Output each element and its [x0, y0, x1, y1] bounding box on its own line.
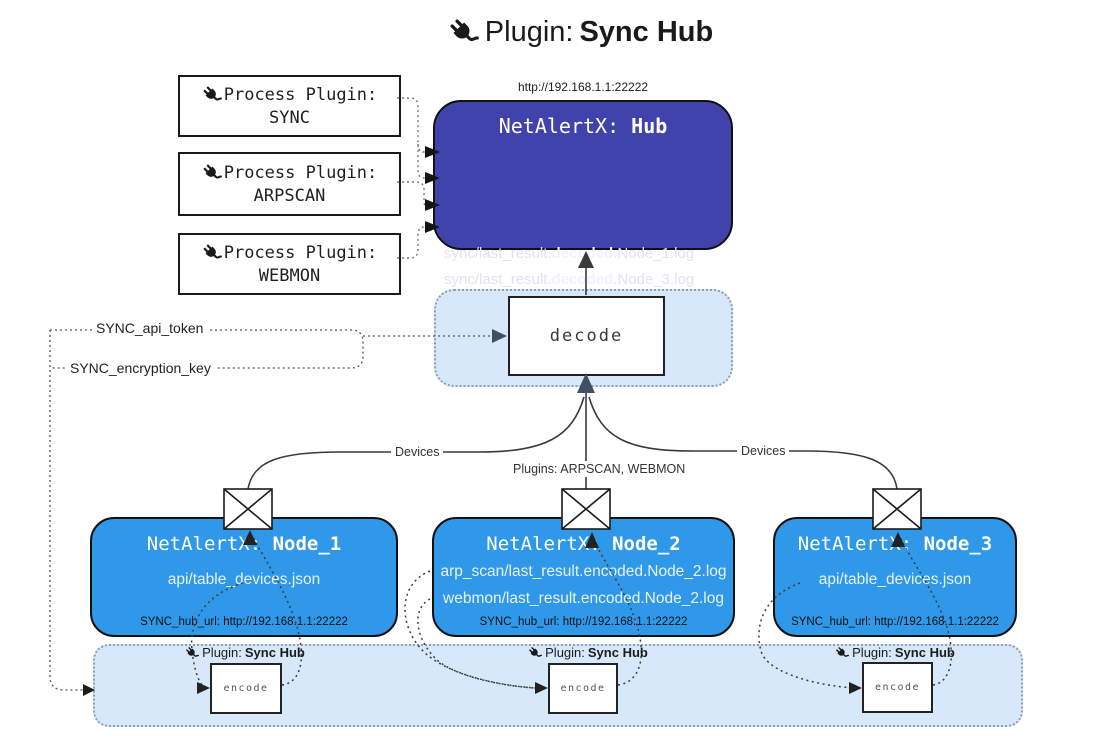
node-row: arp_scan/last_result.encoded.Node_2.log — [440, 563, 727, 580]
node-hub-url: SYNC_hub_url: http://192.168.1.1:22222 — [479, 616, 688, 628]
process-plugin-arpscan: Process Plugin: ARPSCAN — [178, 152, 401, 216]
hub-url-label: http://192.168.1.1:22222 — [517, 80, 649, 94]
node-row: api/table_devices.json — [818, 571, 972, 588]
hub-title: NetAlertX: Hub — [498, 114, 668, 138]
node-row: webmon/last_result.encoded.Node_2.log — [443, 590, 724, 607]
plug-icon — [835, 645, 850, 660]
process-plugin-label: Process Plugin: — [223, 162, 378, 183]
process-plugin-name: ARPSCAN — [253, 185, 326, 206]
plug-icon — [201, 242, 222, 263]
plug-icon — [201, 162, 222, 183]
encode-box-2: encode — [548, 663, 618, 714]
devices-label-right: Devices — [737, 443, 790, 459]
process-plugin-label: Process Plugin: — [223, 242, 378, 263]
process-plugin-label: Process Plugin: — [223, 84, 378, 105]
page-title: Plugin: Sync Hub — [22, 16, 1117, 49]
node-box-1: NetAlertX: Node_1 api/table_devices.json… — [90, 517, 398, 637]
page-title-prefix: Plugin: — [484, 16, 574, 48]
process-plugin-sync: Process Plugin: SYNC — [178, 75, 401, 137]
encode-box-1: encode — [210, 663, 282, 714]
node-title: NetAlertX: Node_2 — [486, 533, 681, 555]
strip-plugin-label-2: Plugin: Sync Hub — [508, 645, 668, 660]
node-hub-url: SYNC_hub_url: http://192.168.1.1:22222 — [791, 616, 999, 628]
encode-box-3: encode — [862, 662, 933, 713]
devices-label-left: Devices — [391, 444, 444, 460]
node-box-3: NetAlertX: Node_3 api/table_devices.json… — [773, 517, 1017, 637]
sync-api-token-label: SYNC_api_token — [92, 320, 208, 336]
hub-log-row-1: sync/last_result.decoded.Node_1.log — [444, 245, 695, 262]
process-plugin-name: WEBMON — [258, 265, 321, 286]
process-plugin-webmon: Process Plugin: WEBMON — [178, 233, 401, 295]
page-title-bold: Sync Hub — [579, 16, 714, 48]
plug-icon — [528, 645, 543, 660]
hub-box: NetAlertX: Hub sync/last_result.decoded.… — [433, 100, 733, 337]
plugin-to-hub-connectors — [397, 97, 426, 259]
node-hub-url: SYNC_hub_url: http://192.168.1.1:22222 — [140, 616, 348, 628]
node-row: api/table_devices.json — [167, 571, 321, 588]
strip-plugin-label-1: Plugin: Sync Hub — [165, 645, 325, 660]
hub-log-row-2: sync/last_result.decoded.Node_3.log — [444, 271, 695, 288]
node-title: NetAlertX: Node_3 — [797, 533, 993, 555]
sync-encryption-key-label: SYNC_encryption_key — [66, 360, 215, 376]
decode-box: decode — [508, 296, 665, 376]
plug-icon — [201, 84, 222, 105]
node-box-2: NetAlertX: Node_2 arp_scan/last_result.e… — [432, 517, 735, 637]
plug-icon — [185, 645, 200, 660]
node-title: NetAlertX: Node_1 — [146, 533, 342, 555]
strip-plugin-label-3: Plugin: Sync Hub — [815, 645, 975, 660]
plugins-label-mid: Plugins: ARPSCAN, WEBMON — [509, 461, 690, 477]
plug-icon — [447, 17, 479, 48]
process-plugin-name: SYNC — [269, 107, 310, 128]
